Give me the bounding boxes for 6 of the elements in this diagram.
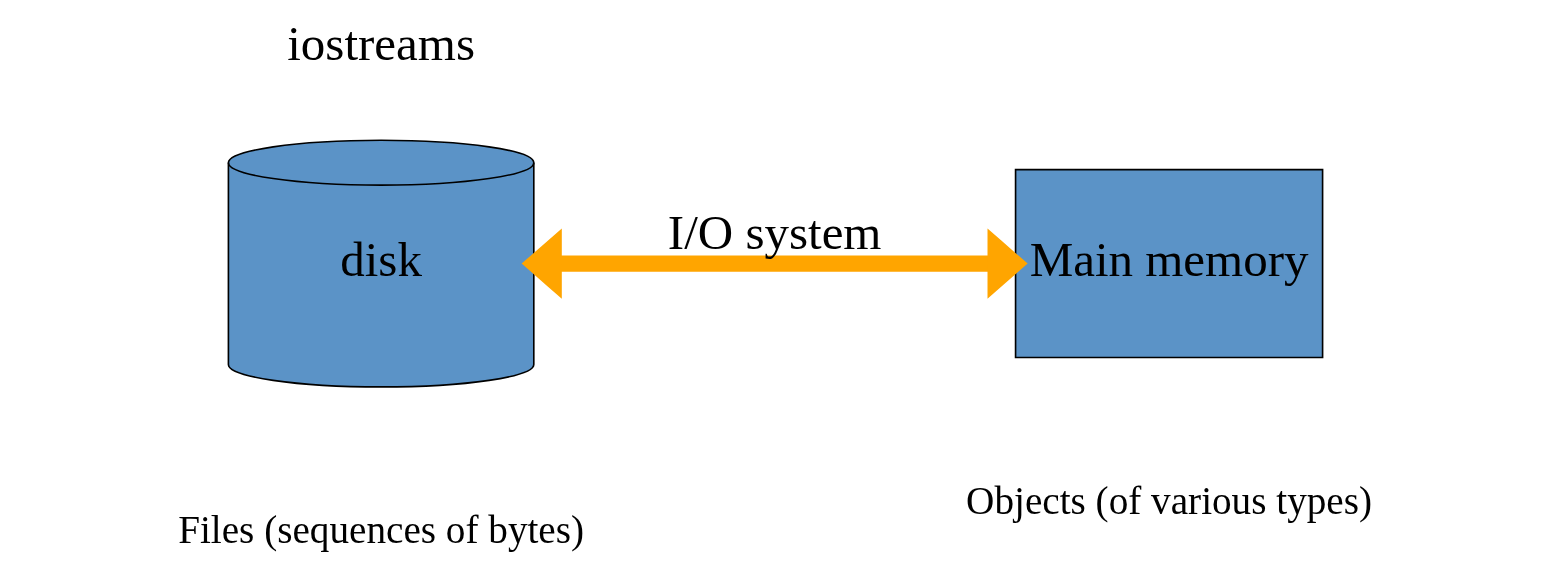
node-box: Main memory [1014,168,1323,359]
node-label: Objects (of various types) [965,478,1372,522]
label: iostreams [286,16,475,72]
edge-label: I/O system [667,204,881,260]
node-label: Files (sequences of bytes) [177,508,584,552]
arrow [521,228,1028,299]
